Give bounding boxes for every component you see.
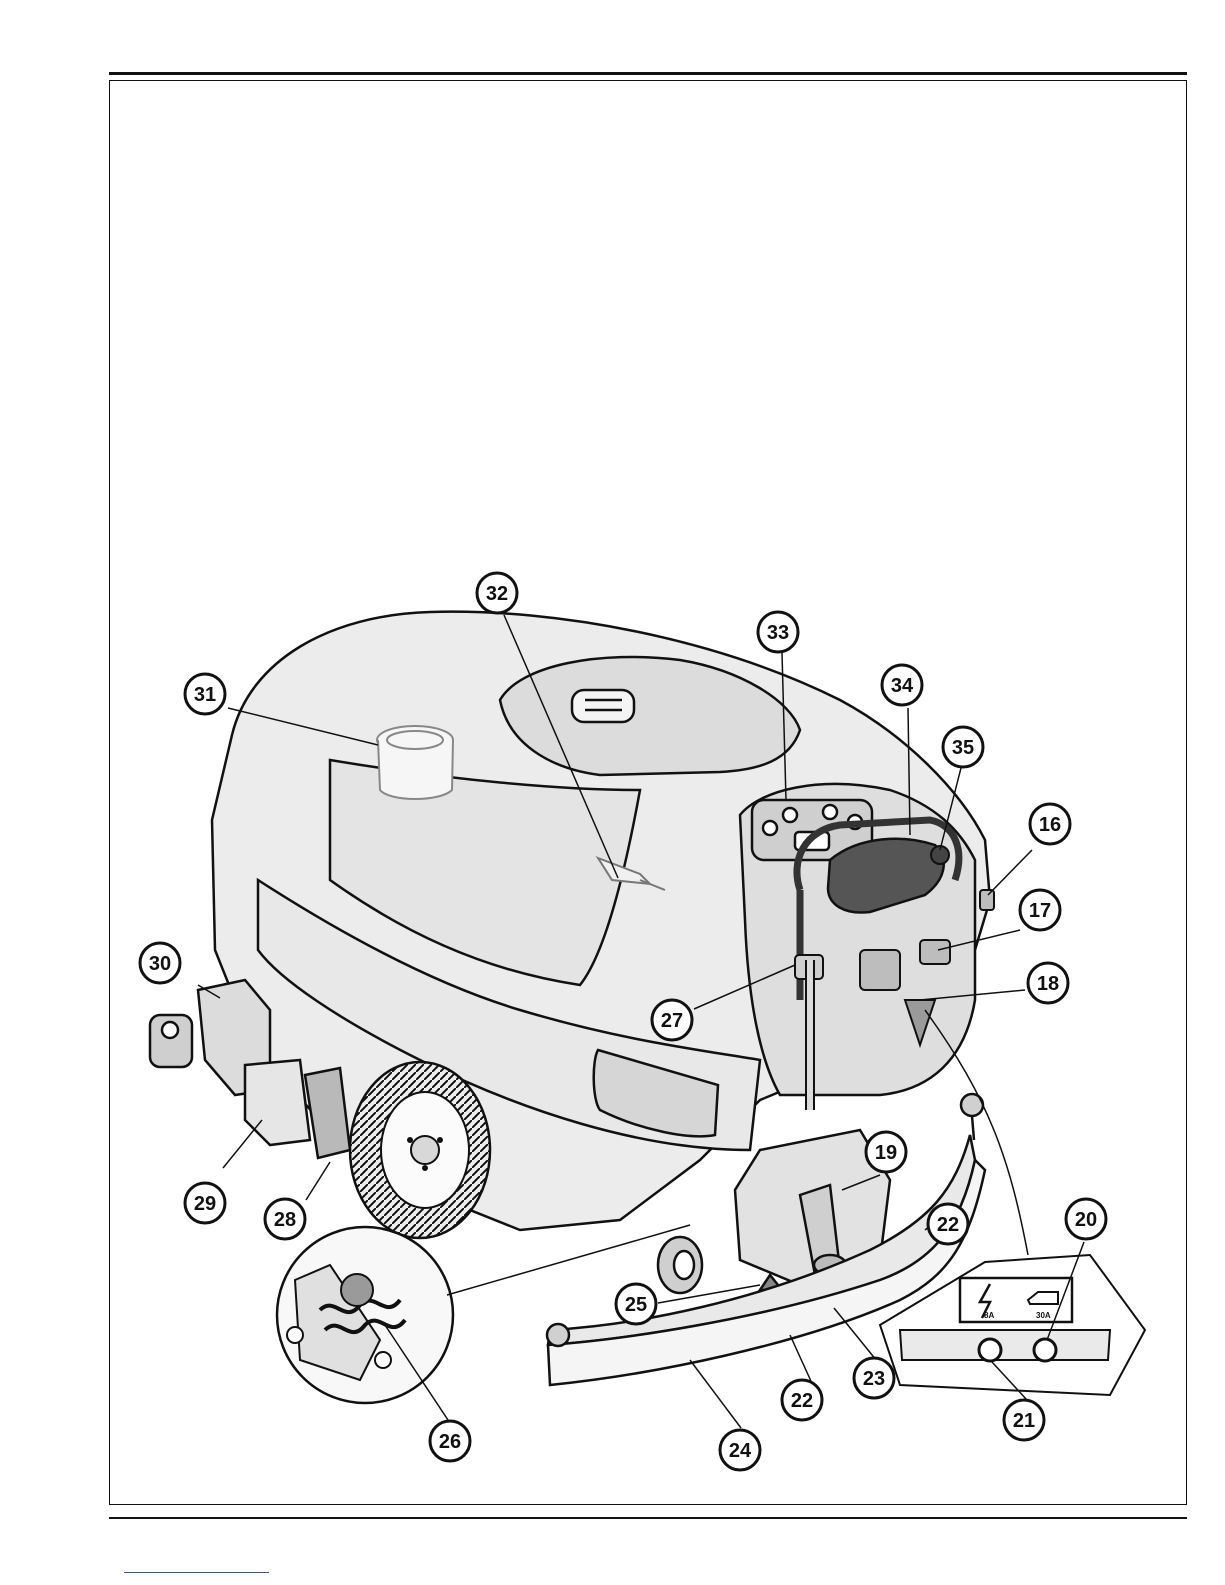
callout-17: 17 — [1020, 890, 1060, 930]
callout-label: 25 — [625, 1294, 647, 1316]
callout-30: 30 — [140, 943, 180, 983]
callout-27: 27 — [652, 1000, 692, 1040]
drive-wheel — [350, 1062, 490, 1238]
callout-label: 29 — [194, 1193, 216, 1215]
callout-19: 19 — [866, 1132, 906, 1172]
callout-label: 19 — [875, 1142, 897, 1164]
callout-label: 30 — [149, 953, 171, 975]
callout-label: 27 — [661, 1010, 683, 1032]
callout-24: 24 — [720, 1430, 760, 1470]
callout-22: 22 — [928, 1204, 968, 1244]
caster-wheel — [658, 1237, 702, 1293]
callout-33: 33 — [758, 612, 798, 652]
solution-fill-cup — [377, 726, 453, 799]
callout-25: 25 — [616, 1284, 656, 1324]
callout-label: 26 — [439, 1431, 461, 1453]
callout-label: 31 — [194, 684, 216, 706]
callout-16: 16 — [1030, 804, 1070, 844]
callout-22: 22 — [782, 1380, 822, 1420]
callout-label: 22 — [791, 1390, 813, 1412]
callout-label: 34 — [891, 675, 914, 697]
callout-label: 22 — [937, 1214, 959, 1236]
detail-circle-spring — [277, 1227, 453, 1403]
callout-31: 31 — [185, 674, 225, 714]
callout-23: 23 — [854, 1358, 894, 1398]
callout-35: 35 — [943, 727, 983, 767]
callout-label: 28 — [274, 1209, 296, 1231]
callout-32: 32 — [477, 573, 517, 613]
callout-label: 20 — [1075, 1209, 1097, 1231]
callout-label: 23 — [863, 1368, 885, 1390]
callout-18: 18 — [1028, 963, 1068, 1003]
callout-label: 17 — [1029, 900, 1051, 922]
callout-26: 26 — [430, 1421, 470, 1461]
callout-label: 35 — [952, 737, 974, 759]
callout-label: 21 — [1013, 1410, 1035, 1432]
fuse-left-rating: 8A — [984, 1311, 994, 1320]
fuse-20 — [1034, 1339, 1056, 1361]
fuse-21 — [979, 1339, 1001, 1361]
callout-label: 33 — [767, 622, 789, 644]
callout-label: 32 — [486, 583, 508, 605]
callout-29: 29 — [185, 1183, 225, 1223]
callout-label: 18 — [1037, 973, 1059, 995]
detail-leader-26 — [447, 1225, 690, 1295]
callout-28: 28 — [265, 1199, 305, 1239]
fuse-right-rating: 30A — [1036, 1311, 1051, 1320]
lid-handle — [572, 690, 634, 722]
callout-label: 24 — [729, 1440, 752, 1462]
callout-34: 34 — [882, 665, 922, 705]
callout-21: 21 — [1004, 1400, 1044, 1440]
callout-label: 16 — [1039, 814, 1061, 836]
callout-20: 20 — [1066, 1199, 1106, 1239]
